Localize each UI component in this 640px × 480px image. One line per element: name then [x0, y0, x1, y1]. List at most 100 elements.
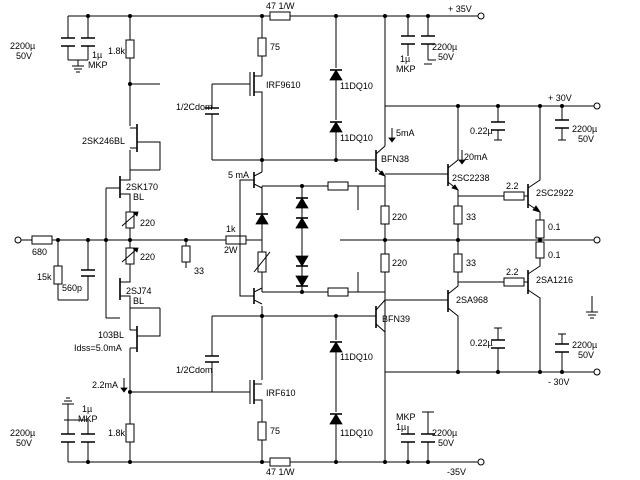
cap-2200u-top-right: [421, 16, 436, 65]
label-bfn39: BFN39: [382, 314, 410, 324]
svg-text:50V: 50V: [578, 350, 594, 360]
cap-cdom-bot: [205, 355, 219, 363]
mosfet-irf9610: [130, 72, 263, 160]
cap-2200u-right-pos: [555, 106, 569, 141]
diode-11dq10-c: [329, 341, 343, 353]
res-220-c: [380, 205, 390, 225]
label-33-input: 33: [194, 266, 204, 276]
svg-text:33: 33: [466, 212, 476, 222]
svg-text:2200µ: 2200µ: [432, 428, 457, 438]
res-33-a: [453, 205, 463, 225]
cap-1u-top-right: [401, 16, 415, 56]
terminal-pos30: [593, 102, 601, 110]
label-2sa1216: 2SA1216: [536, 275, 573, 285]
label-1k-2w: 2W: [224, 245, 238, 255]
label-2sc2922: 2SC2922: [536, 188, 574, 198]
cap-022-top: [491, 106, 505, 141]
label-2sk170: 2SK170: [126, 182, 158, 192]
svg-text:MKP: MKP: [78, 414, 98, 424]
svg-text:0.1: 0.1: [548, 222, 561, 232]
label-11dq10-a: 11DQ10: [340, 81, 373, 91]
diode-11dq10-b: [329, 121, 343, 133]
svg-text:2200µ: 2200µ: [10, 41, 35, 51]
label-20ma: 20mA: [464, 152, 488, 162]
label-75-top: 75: [270, 42, 280, 52]
res-1k8-bot: [125, 423, 135, 443]
bjt-bfn39: [340, 299, 386, 333]
terminal-input: [14, 236, 22, 244]
terminal-pos35: [477, 12, 485, 20]
res-01-b: [535, 241, 545, 259]
res-33-input: [181, 240, 191, 268]
label-pos35: + 35V: [448, 4, 472, 14]
cap-2200u-bot-left: [61, 419, 75, 462]
svg-text:1µ: 1µ: [400, 54, 410, 64]
label-220-pot-top: 220: [140, 218, 155, 228]
label-103bl: 103BL: [98, 330, 124, 340]
label-bfn38: BFN38: [381, 154, 409, 164]
label-neg35: -35V: [447, 467, 466, 477]
res-75-top: [257, 37, 267, 57]
label-47-top: 47 1/W: [266, 1, 295, 11]
terminal-neg35: [477, 458, 485, 466]
bjt-bfn38: [340, 145, 386, 180]
svg-text:2.2: 2.2: [506, 181, 519, 191]
label-560p: 560p: [62, 283, 82, 293]
res-15k: [53, 240, 88, 301]
jfet-2sk246: [130, 124, 161, 171]
svg-text:0.1: 0.1: [548, 250, 561, 260]
label-2sj74-bl: BL: [133, 296, 144, 306]
res-emitter-top: [327, 181, 349, 191]
label-680: 680: [32, 247, 47, 257]
svg-text:1µ: 1µ: [396, 422, 406, 432]
res-22-a: [503, 191, 525, 201]
svg-text:50V: 50V: [438, 52, 454, 62]
label-2sa968: 2SA968: [456, 295, 488, 305]
label-22ma: 2.2mA: [92, 380, 118, 390]
svg-text:33: 33: [466, 258, 476, 268]
label-1k8-top: 1.8k: [108, 46, 126, 56]
diode-bias-1: [255, 213, 269, 225]
res-33-b: [453, 253, 463, 273]
bjt-vas-bot: [239, 240, 263, 305]
label-15k: 15k: [37, 272, 52, 282]
mosfet-irf610: [130, 380, 263, 422]
diode-pair-lower: [295, 255, 309, 287]
label-cdom-top: 1/2Cdom: [176, 102, 213, 112]
jfet-103bl: [129, 307, 161, 424]
bjt-2sa1216: [527, 258, 541, 372]
cap-2200u-bot-right: [421, 411, 435, 462]
svg-text:0.22µ: 0.22µ: [470, 338, 493, 348]
junction-dots: [56, 14, 564, 464]
res-1k: [225, 235, 247, 245]
svg-text:50V: 50V: [16, 438, 32, 448]
bjt-vas-top: [239, 171, 263, 240]
svg-text:2200µ: 2200µ: [572, 340, 597, 350]
label-220-pot-bot: 220: [140, 252, 155, 262]
res-emitter-bot: [327, 287, 349, 297]
svg-text:MKP: MKP: [396, 412, 416, 422]
diode-11dq10-d: [329, 413, 343, 425]
jfet-2sk170: [105, 170, 131, 319]
label-1k8-bot: 1.8k: [108, 428, 126, 438]
res-47-bot: [269, 457, 291, 467]
res-680: [31, 235, 53, 245]
res-220-d: [380, 253, 390, 273]
cap-2200u-top-left: 2200µ 50V: [10, 16, 75, 61]
label-5ma-b: 5 mA: [228, 170, 249, 180]
terminal-output: [593, 236, 601, 244]
svg-text:220: 220: [392, 212, 407, 222]
label-2sj74: 2SJ74: [126, 286, 152, 296]
label-1k: 1k: [226, 224, 236, 234]
cap-1u-top-left: 1µ MKP: [68, 16, 108, 73]
pot-220-top: [121, 208, 139, 240]
label-11dq10-b: 11DQ10: [340, 133, 373, 143]
label-2sc2238: 2SC2238: [452, 173, 490, 183]
svg-text:MKP: MKP: [396, 64, 416, 74]
svg-text:1µ: 1µ: [82, 404, 92, 414]
ground-output: [586, 296, 598, 319]
thermistor: [253, 251, 271, 273]
diode-pair-upper: [295, 197, 309, 229]
cap-2200u-right-neg: [555, 333, 569, 372]
cap-022-bot: [491, 327, 505, 372]
